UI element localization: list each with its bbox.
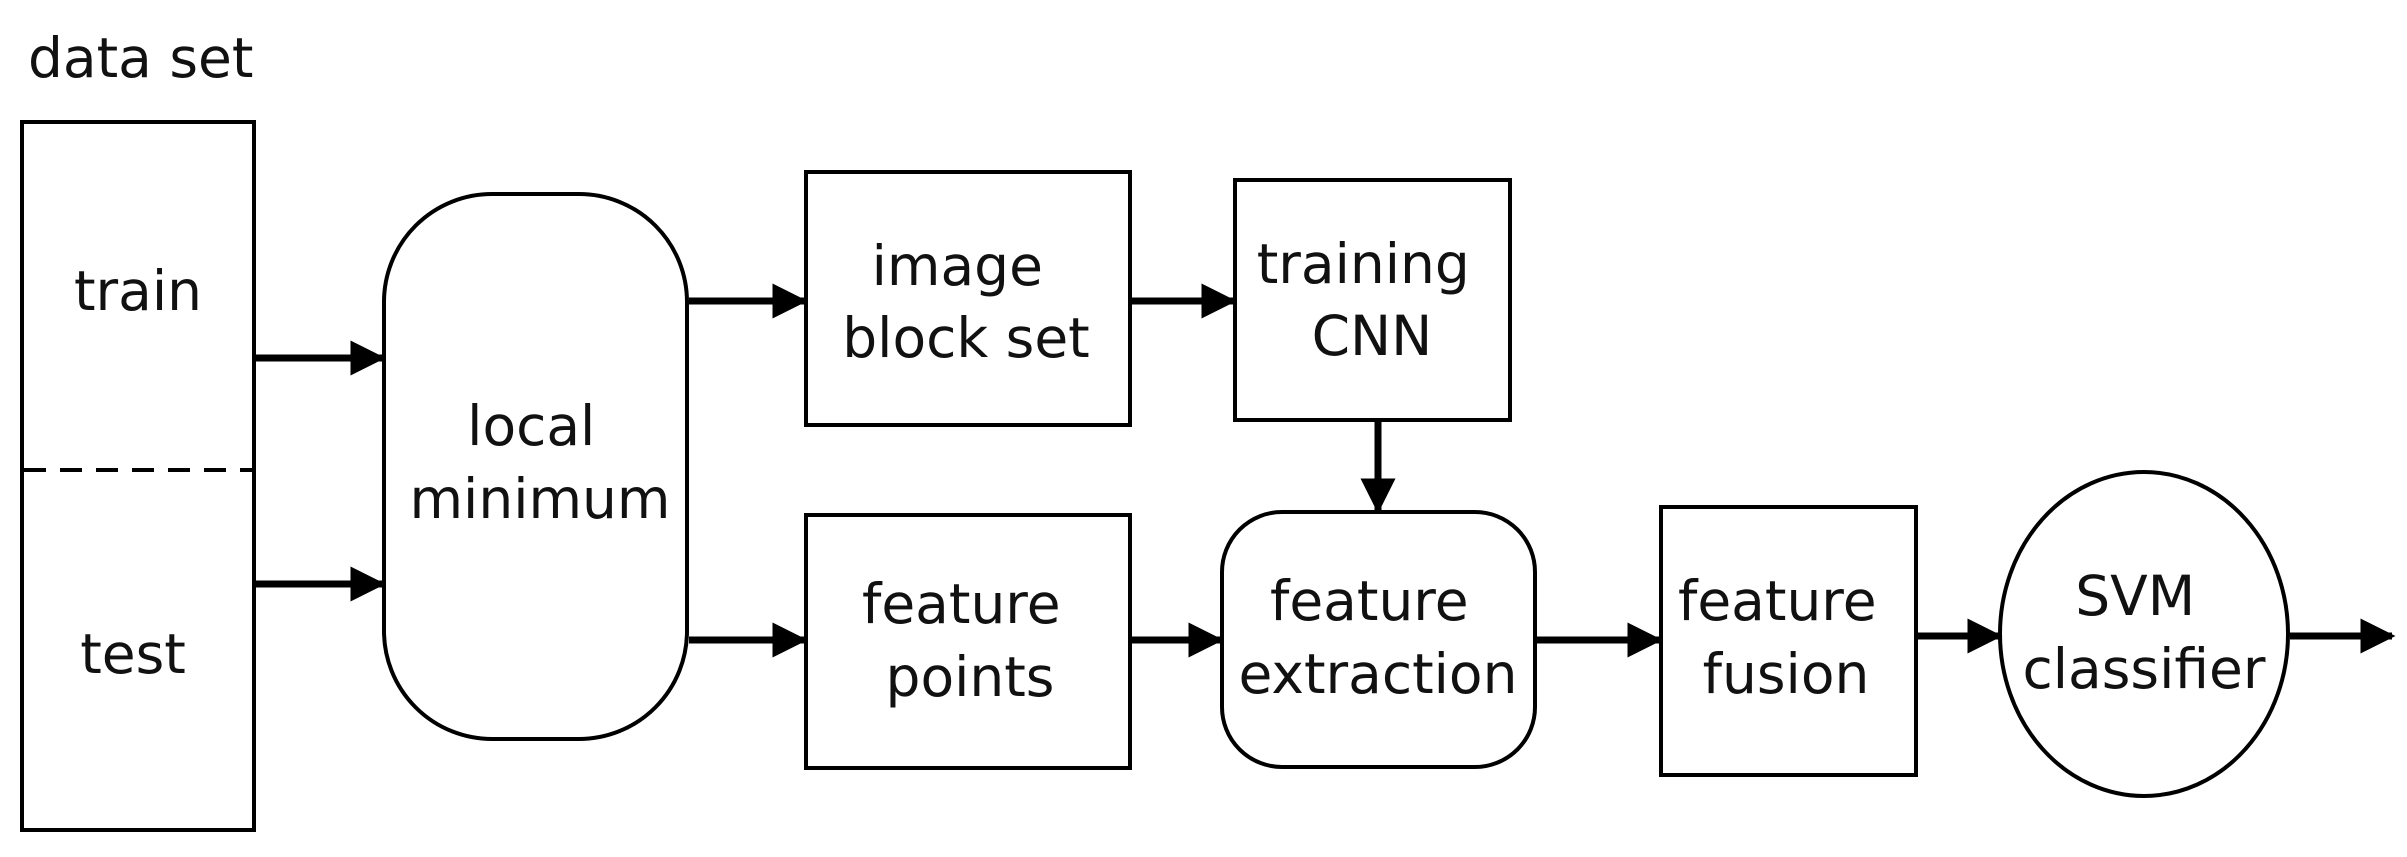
- feature-points-node: feature points: [804, 513, 1132, 770]
- training-cnn-label: training CNN: [1257, 232, 1488, 368]
- local-minimum-node: local minimum: [382, 192, 689, 741]
- training-cnn-node: training CNN: [1233, 178, 1512, 422]
- image-block-set-node: image block set: [804, 170, 1132, 427]
- feature-fusion-node: feature fusion: [1659, 505, 1918, 777]
- feature-fusion-label: feature fusion: [1678, 569, 1894, 706]
- dataset-train-label: train: [74, 259, 202, 323]
- dataset-test-label: test: [80, 622, 186, 686]
- dataset-box: train test: [20, 120, 256, 832]
- image-block-set-label: image block set: [842, 234, 1089, 370]
- svm-classifier-node: SVM classifier: [1998, 470, 2290, 798]
- local-minimum-label: local minimum: [409, 394, 670, 531]
- feature-points-label: feature points: [862, 572, 1078, 709]
- svm-classifier-label: SVM classifier: [2023, 564, 2266, 701]
- dataset-title: data set: [28, 26, 253, 90]
- feature-extraction-label: feature extraction: [1239, 569, 1518, 706]
- feature-extraction-node: feature extraction: [1220, 510, 1537, 769]
